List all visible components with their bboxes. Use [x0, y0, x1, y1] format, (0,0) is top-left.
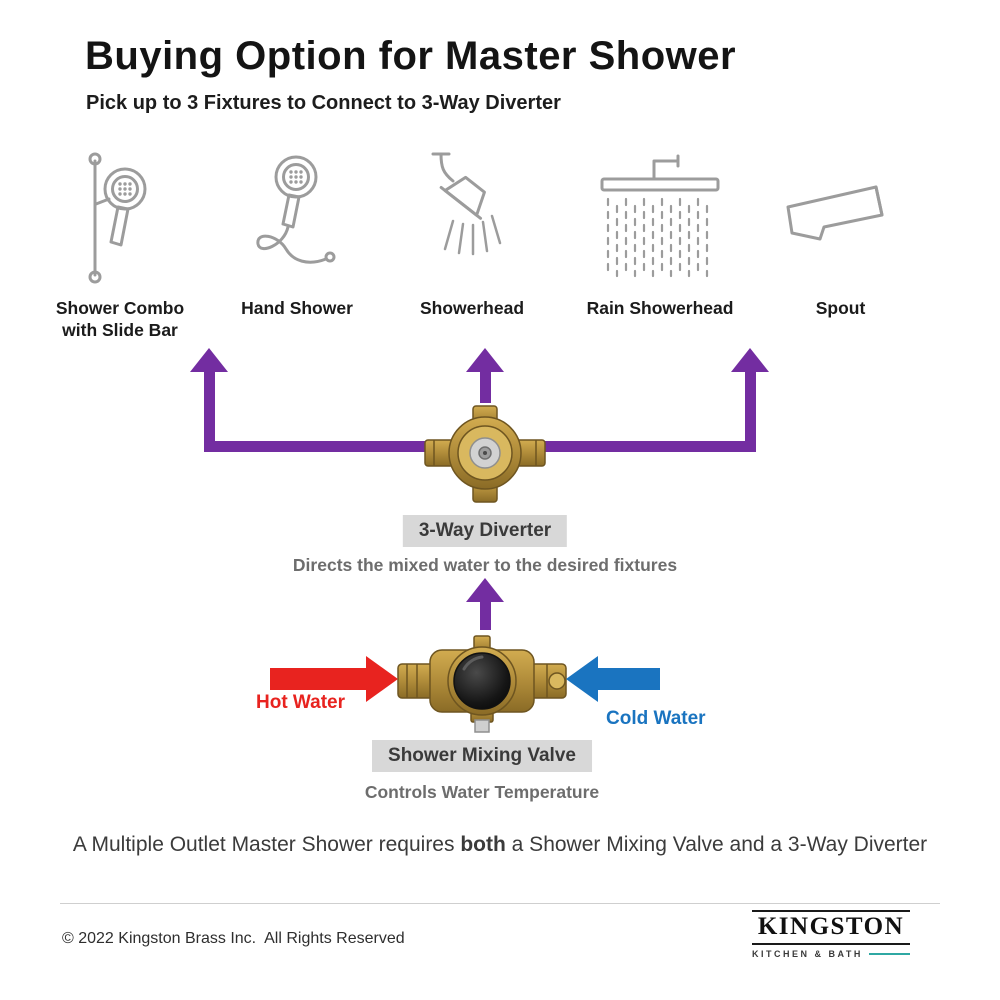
- arrow-shaft-mid: [480, 600, 491, 630]
- arrow-up-right-icon: [731, 348, 769, 372]
- hand-shower-icon: [232, 140, 362, 298]
- fixture-label: Rain Showerhead: [586, 298, 734, 318]
- diverter-description: Directs the mixed water to the desired f…: [292, 555, 678, 575]
- fixture-hand-shower: Hand Shower: [212, 140, 382, 320]
- fixture-rain-showerhead: Rain Showerhead: [562, 140, 758, 320]
- cold-water-label: Cold Water: [606, 708, 706, 729]
- arrow-shaft-left: [204, 371, 215, 452]
- shower-mixing-valve-image: [392, 624, 572, 736]
- cold-water-arrowhead-icon: [566, 656, 598, 702]
- brand-tagline-row: KITCHEN & BATH: [752, 949, 910, 959]
- mixing-valve-description: Controls Water Temperature: [364, 782, 600, 802]
- arrow-up-center-icon: [466, 348, 504, 372]
- arrow-up-left-icon: [190, 348, 228, 372]
- fixture-spout: Spout: [758, 140, 923, 320]
- arrow-up-mid-icon: [466, 578, 504, 602]
- page-subtitle: Pick up to 3 Fixtures to Connect to 3-Wa…: [86, 92, 561, 114]
- requirement-note-bold: both: [460, 833, 506, 856]
- arrow-shaft-right: [745, 371, 756, 452]
- shower-combo-slide-bar-icon: [55, 140, 185, 298]
- kingston-brass-logo: KINGSTON KITCHEN & BATH: [752, 910, 910, 959]
- hot-water-arrowhead-icon: [366, 656, 398, 702]
- showerhead-icon: [407, 140, 537, 298]
- copyright-text: © 2022 Kingston Brass Inc. All Rights Re…: [62, 930, 405, 947]
- brand-teal-rule: [868, 953, 910, 955]
- page-title: Buying Option for Master Shower: [85, 34, 737, 78]
- hot-water-label: Hot Water: [256, 692, 346, 713]
- footer-divider: [60, 903, 940, 904]
- arrow-shaft-center: [480, 371, 491, 403]
- tub-spout-icon: [776, 140, 906, 298]
- fixture-label: Showerhead: [419, 298, 525, 318]
- cold-water-arrow-shaft: [598, 668, 660, 690]
- rain-showerhead-icon: [590, 140, 730, 298]
- requirement-note-suffix: a Shower Mixing Valve and a 3-Way Divert…: [511, 833, 928, 856]
- fixture-label: Hand Shower: [241, 298, 353, 318]
- fixture-shower-combo: Shower Combo with Slide Bar: [35, 140, 205, 342]
- mixing-valve-label: Shower Mixing Valve: [372, 740, 592, 772]
- requirement-note-prefix: A Multiple Outlet Master Shower requires: [72, 833, 455, 856]
- brand-wordmark: KINGSTON: [752, 910, 910, 945]
- fixture-showerhead: Showerhead: [387, 140, 557, 320]
- diverter-label: 3-Way Diverter: [402, 515, 568, 547]
- three-way-diverter-valve-image: [423, 392, 547, 514]
- fixture-label: Shower Combo with Slide Bar: [55, 298, 185, 340]
- brand-tagline: KITCHEN & BATH: [752, 949, 863, 959]
- requirement-note: A Multiple Outlet Master Shower requires…: [0, 833, 1000, 857]
- hot-water-arrow-shaft: [270, 668, 366, 690]
- fixture-label: Spout: [815, 298, 866, 318]
